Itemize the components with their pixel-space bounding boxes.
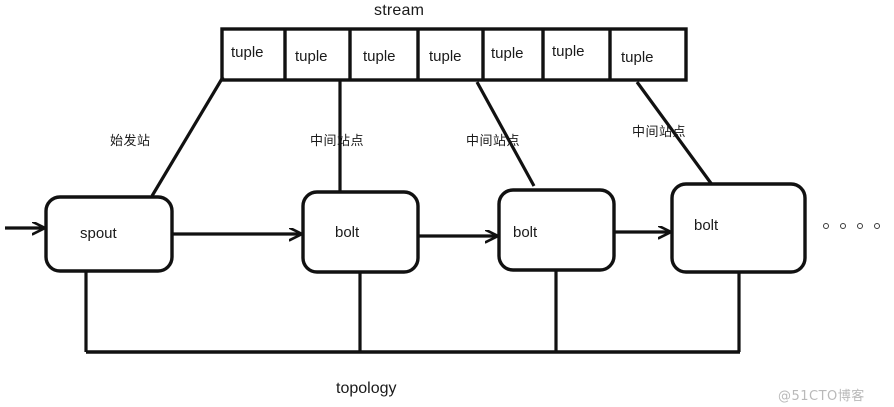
continuation-dots-icon	[823, 223, 880, 229]
stream-to-node-connectors	[150, 76, 715, 197]
watermark-label: @51CTO博客	[778, 389, 865, 404]
stream-container	[220, 27, 688, 82]
node-spout[interactable]	[44, 195, 174, 273]
node-bolt-3[interactable]	[670, 182, 807, 274]
node-bolt-1[interactable]	[301, 190, 420, 274]
topology-bracket	[84, 270, 741, 354]
node-bolt-2[interactable]	[497, 188, 616, 272]
flow-arrows	[5, 228, 670, 236]
